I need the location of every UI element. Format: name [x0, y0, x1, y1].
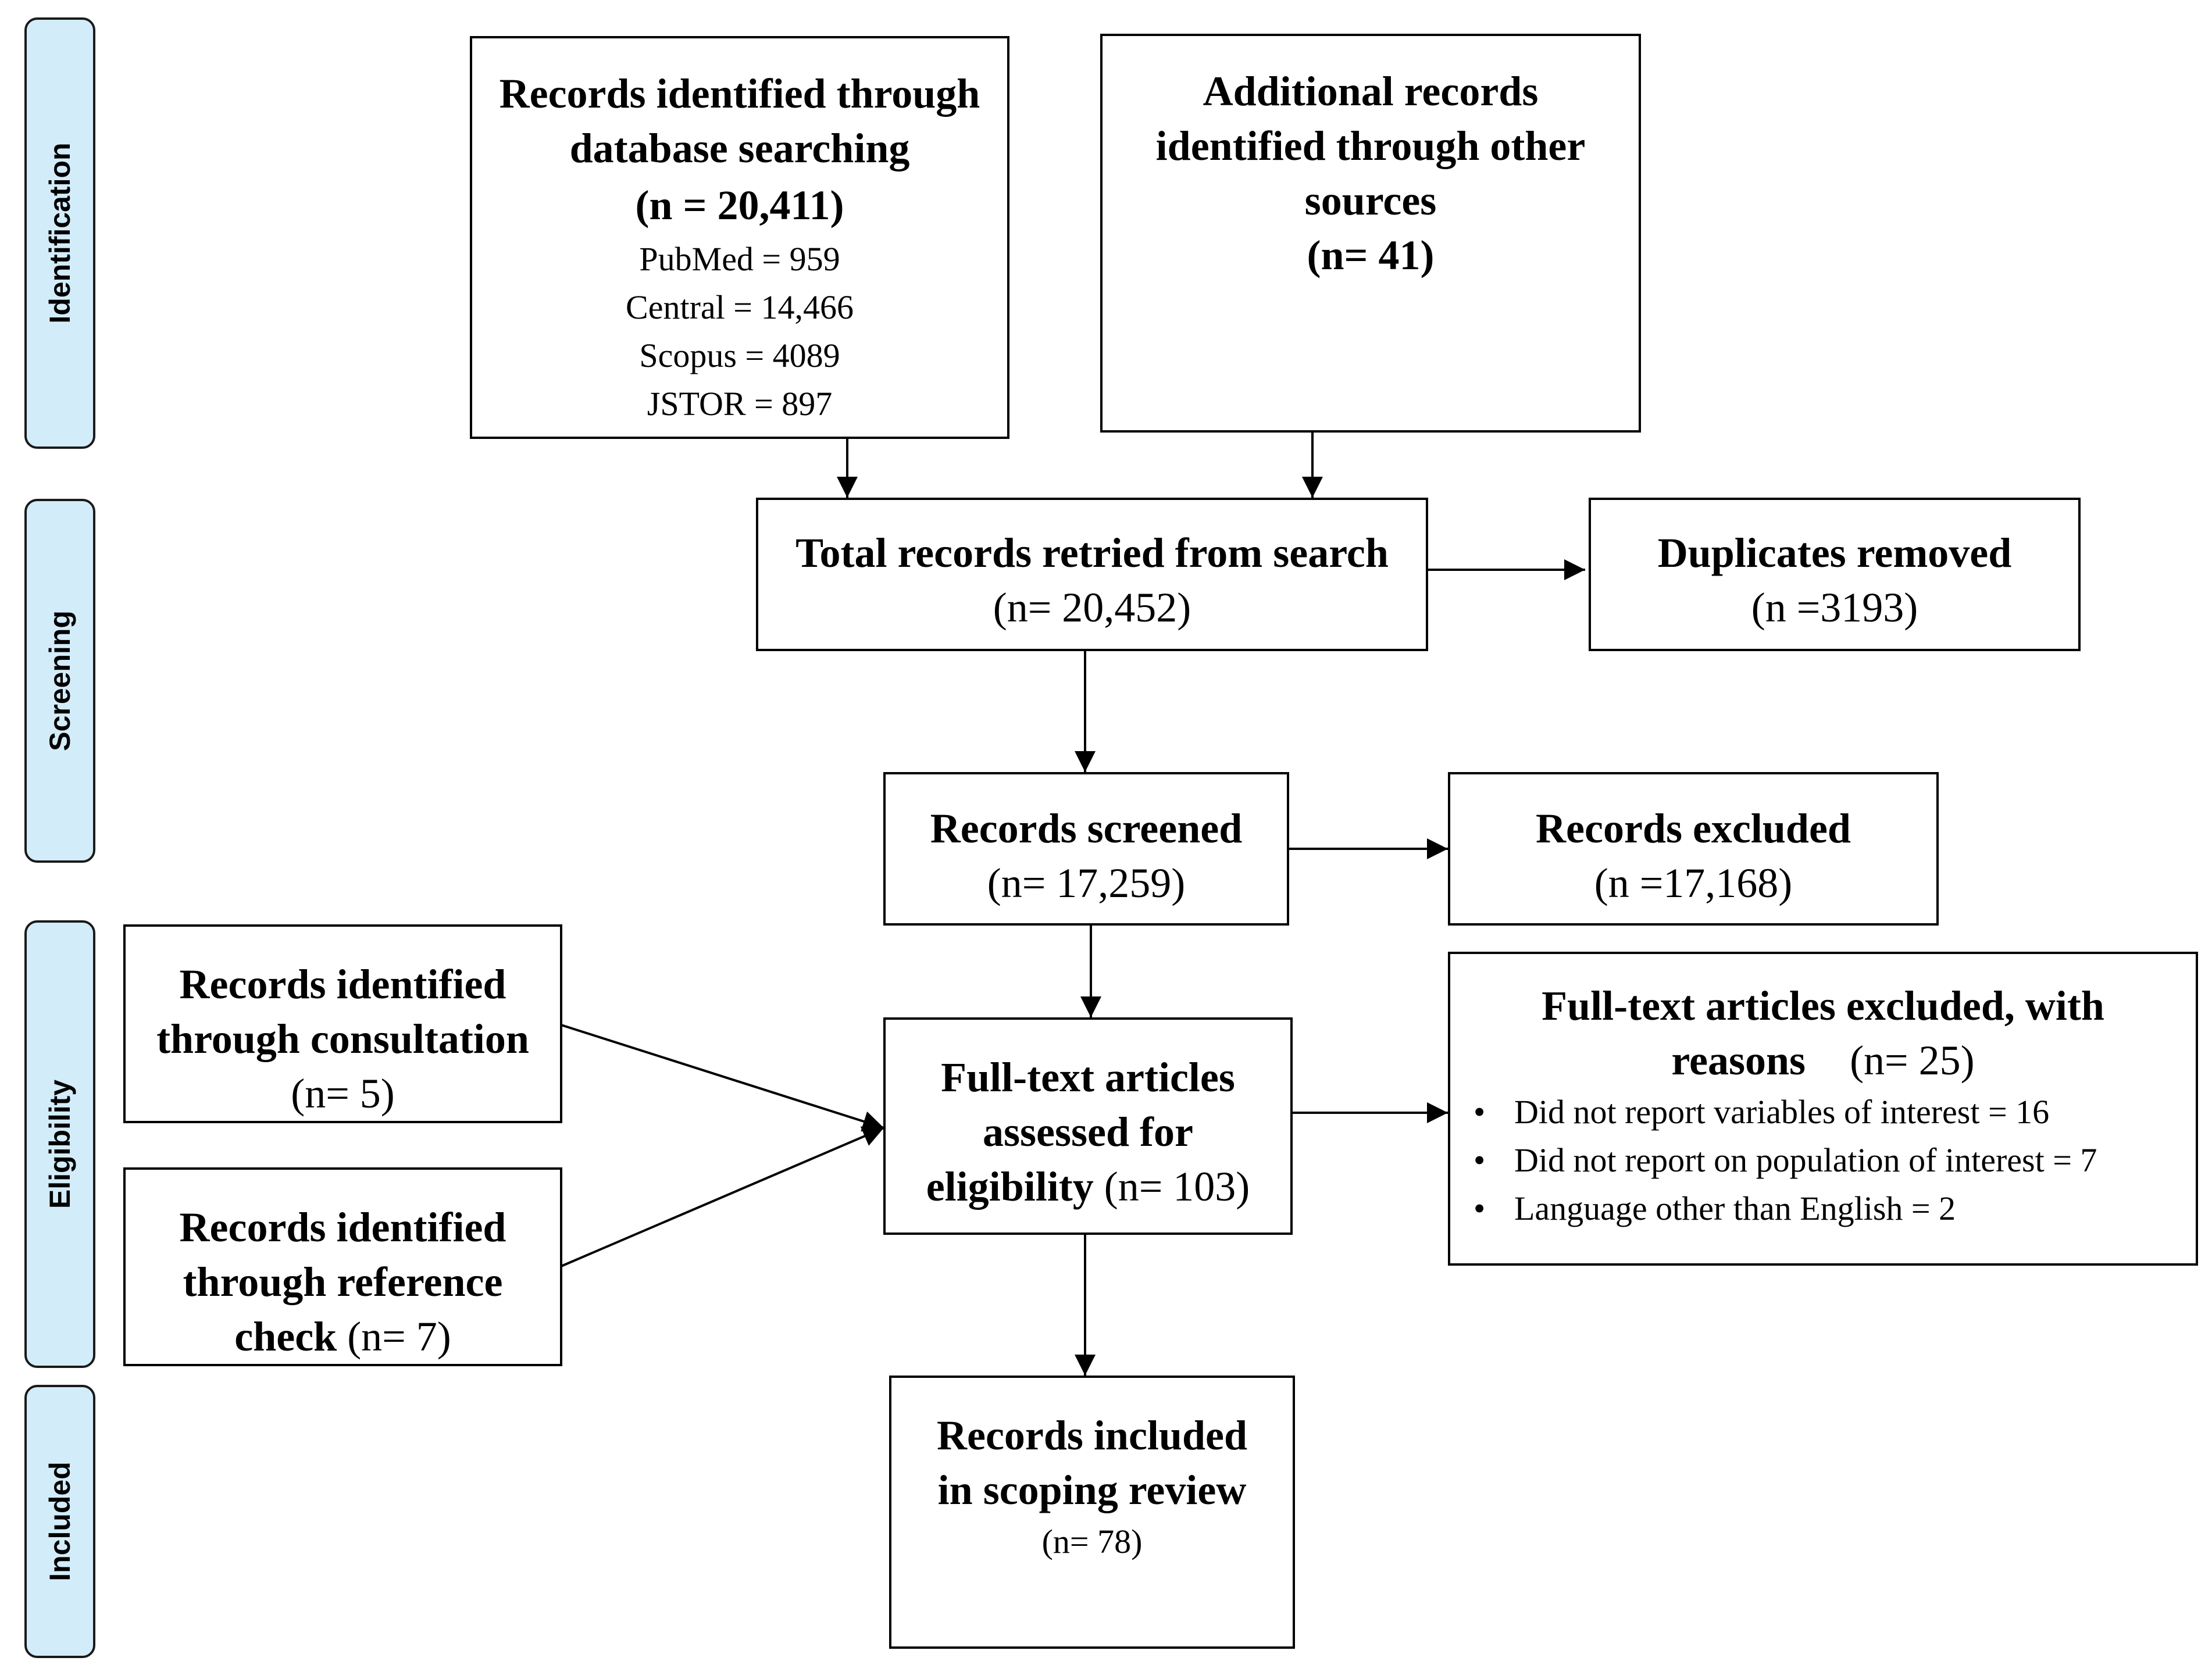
fulltext-line3: eligibility — [926, 1163, 1094, 1210]
screened-title: Records screened — [930, 805, 1243, 852]
box-database-searching: Records identified through database sear… — [470, 36, 1009, 439]
total-title: Total records retried from search — [795, 530, 1389, 576]
box-records-screened: Records screened (n= 17,259) — [883, 772, 1289, 926]
box-total-records: Total records retried from search (n= 20… — [756, 498, 1428, 651]
source-jstor: JSTOR = 897 — [647, 385, 833, 423]
fulltext-line1: Full-text articles — [941, 1054, 1235, 1101]
arrow-reference-to-fulltext — [561, 1126, 884, 1267]
excluded-title: Records excluded — [1536, 805, 1851, 852]
database-title-line1: Records identified through — [499, 70, 980, 117]
consultation-line2: through consultation — [156, 1016, 529, 1062]
box-fulltext-assessed: Full-text articles assessed for eligibil… — [883, 1017, 1293, 1235]
duplicates-count: (n =3193) — [1751, 584, 1918, 631]
consultation-count: (n= 5) — [291, 1070, 395, 1117]
fulltext-line2: assessed for — [983, 1109, 1193, 1155]
reference-line3: check — [234, 1313, 337, 1360]
reason-item: Did not report variables of interest = 1… — [1450, 1088, 2196, 1136]
reference-count: (n= 7) — [347, 1313, 451, 1360]
included-count: (n= 78) — [1041, 1523, 1143, 1560]
screened-count: (n= 17,259) — [987, 860, 1186, 906]
source-scopus: Scopus = 4089 — [639, 337, 840, 374]
box-other-sources: Additional records identified through ot… — [1100, 34, 1641, 433]
fulltext-excluded-count: (n= 25) — [1850, 1037, 1975, 1084]
excluded-count: (n =17,168) — [1594, 860, 1793, 906]
included-line1: Records included — [936, 1412, 1248, 1459]
reason-item: Did not report on population of interest… — [1450, 1136, 2196, 1184]
box-duplicates-removed: Duplicates removed (n =3193) — [1589, 498, 2081, 651]
other-line1: Additional records — [1203, 68, 1539, 115]
reference-line1: Records identified — [179, 1204, 506, 1251]
included-line2: in scoping review — [937, 1467, 1247, 1513]
other-line3: sources — [1304, 177, 1437, 224]
database-title-line2: database searching — [569, 125, 910, 172]
consultation-line1: Records identified — [179, 961, 506, 1008]
box-records-excluded: Records excluded (n =17,168) — [1448, 772, 1939, 926]
box-consultation: Records identified through consultation … — [123, 924, 562, 1123]
phase-included: Included — [24, 1385, 95, 1658]
arrow-consultation-to-fulltext — [561, 1024, 884, 1132]
source-pubmed: PubMed = 959 — [639, 240, 840, 278]
box-reference-check: Records identified through reference che… — [123, 1167, 562, 1366]
fulltext-excluded-line2: reasons — [1671, 1037, 1806, 1084]
duplicates-title: Duplicates removed — [1657, 530, 2012, 576]
fulltext-count: (n= 103) — [1104, 1163, 1250, 1210]
reference-line2: through reference — [183, 1259, 503, 1305]
fulltext-excluded-line2-row: reasons (n= 25) — [1450, 1033, 2196, 1088]
database-count: (n = 20,411) — [635, 182, 844, 228]
reference-line3-row: check (n= 7) — [126, 1309, 560, 1364]
box-fulltext-excluded: Full-text articles excluded, with reason… — [1448, 952, 2198, 1266]
reason-item: Language other than English = 2 — [1450, 1184, 2196, 1233]
fulltext-excluded-line1: Full-text articles excluded, with — [1542, 983, 2104, 1029]
phase-eligibility: Eligibility — [24, 920, 95, 1368]
total-count: (n= 20,452) — [993, 584, 1191, 631]
other-count: (n= 41) — [1307, 232, 1435, 278]
source-central: Central = 14,466 — [626, 288, 854, 326]
fulltext-line3-row: eligibility (n= 103) — [886, 1159, 1290, 1214]
phase-identification: Identification — [24, 17, 95, 449]
other-line2: identified through other — [1155, 123, 1586, 169]
exclusion-reasons-list: Did not report variables of interest = 1… — [1450, 1088, 2196, 1233]
box-records-included: Records included in scoping review (n= 7… — [889, 1376, 1295, 1649]
phase-screening: Screening — [24, 499, 95, 863]
